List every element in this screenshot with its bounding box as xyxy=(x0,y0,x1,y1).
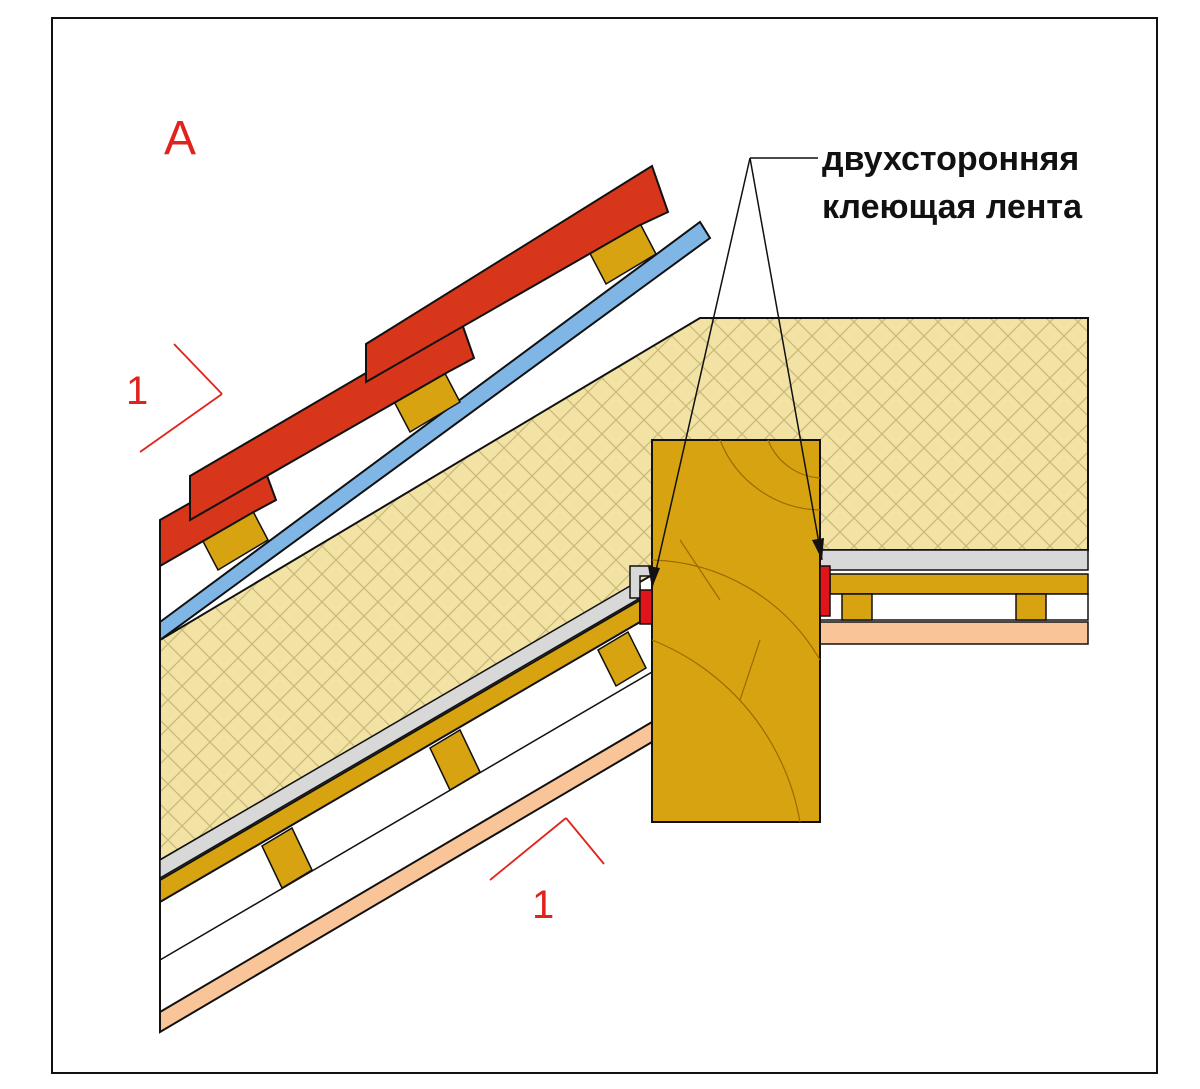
section-label: A xyxy=(164,112,196,165)
sloped-batten-1 xyxy=(261,826,313,890)
flat-finish-board xyxy=(819,621,1089,645)
main-beam xyxy=(651,439,821,823)
section-arrow-lower xyxy=(489,817,605,881)
callout-leaders xyxy=(651,157,823,589)
flat-batten-1 xyxy=(841,593,873,621)
section-mark-upper: 1 xyxy=(126,369,148,413)
callout-line-2: клеющая лента xyxy=(822,188,1083,226)
beam-grain xyxy=(651,439,821,823)
roof-tile-3 xyxy=(365,164,670,384)
section-arrow-upper xyxy=(139,343,223,453)
flat-batten-2 xyxy=(1015,593,1047,621)
callout-line-1: двухсторонняя xyxy=(822,140,1079,178)
callout-arrowhead-left xyxy=(648,566,660,588)
adhesive-tape-left xyxy=(639,589,653,625)
section-mark-lower: 1 xyxy=(532,883,554,927)
flat-board xyxy=(829,573,1089,595)
flat-vapor-barrier xyxy=(819,549,1089,571)
sloped-gap-line xyxy=(159,671,653,961)
sloped-batten-3 xyxy=(597,630,647,688)
callout-arrowhead-right xyxy=(812,538,824,560)
wind-membrane xyxy=(159,220,712,642)
adhesive-tape-right xyxy=(819,565,831,617)
